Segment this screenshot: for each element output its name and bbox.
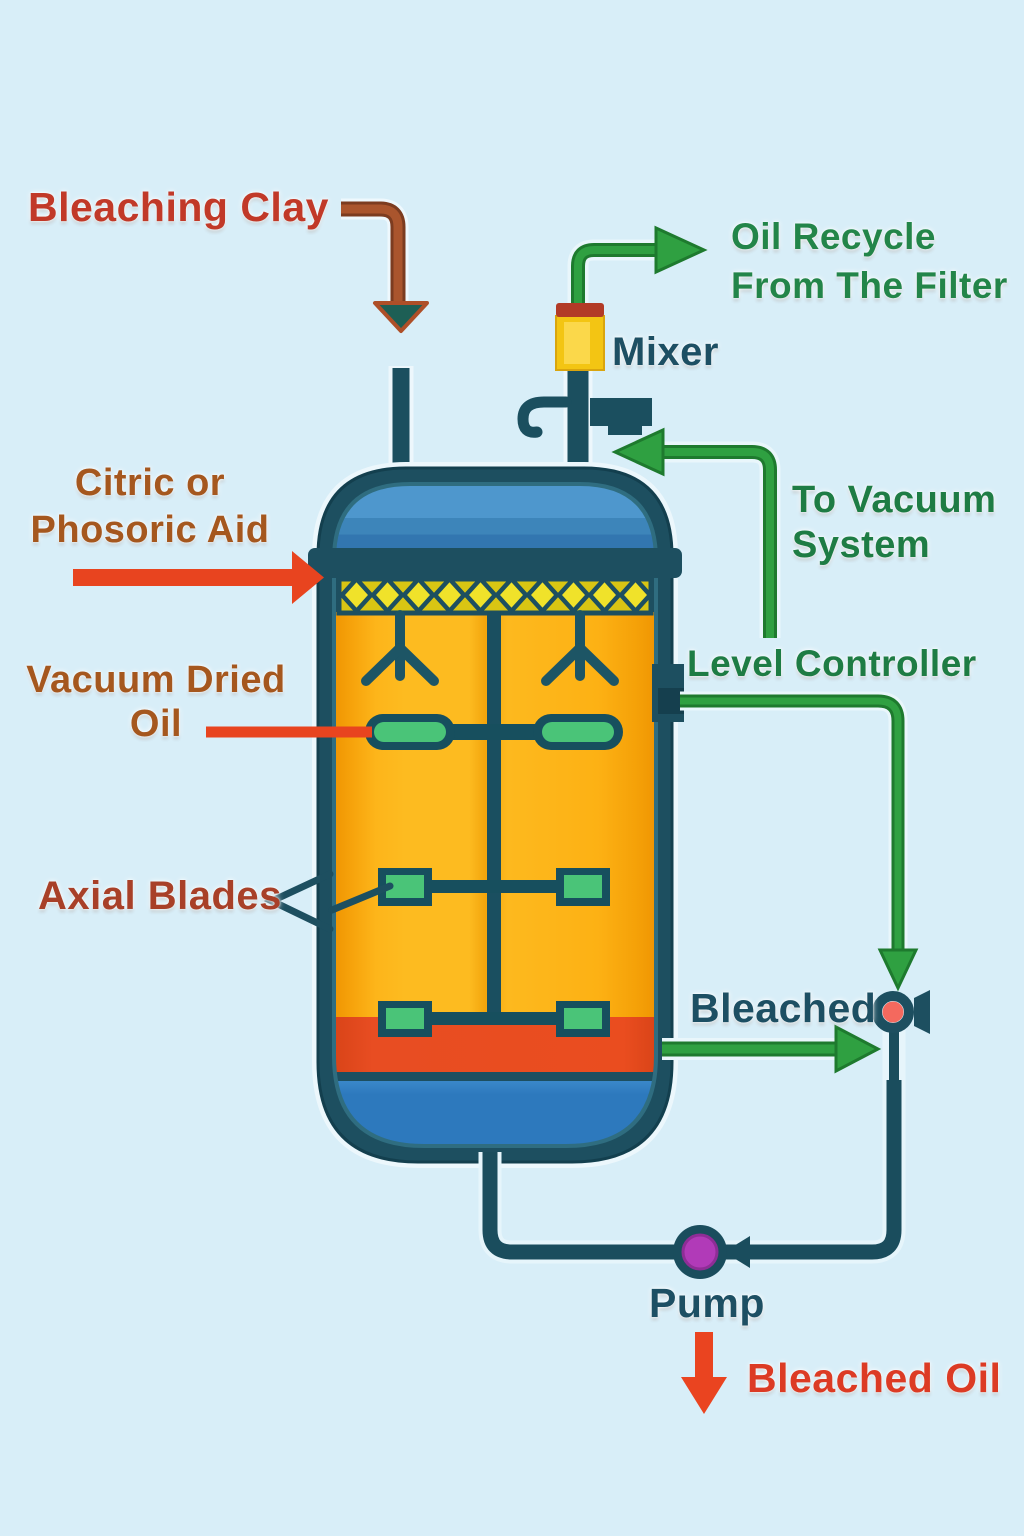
bleached-oil-valve-label: Bleached	[690, 985, 876, 1032]
hatch-band	[336, 576, 654, 616]
bleached-oil-outlet-label: Bleached Oil	[747, 1355, 1001, 1402]
bleached-oil-text: Bleached Oil	[747, 1355, 1002, 1401]
vacuum-arrow-icon	[611, 427, 665, 477]
level-controller-text: Level Controller	[687, 643, 977, 684]
level-controller-port	[652, 664, 684, 722]
agitator-shaft	[487, 612, 501, 1024]
vessel-inner-edge	[332, 482, 658, 1148]
axial-blade-row-middle	[378, 868, 610, 906]
level-controller-line	[680, 691, 919, 992]
axial-blade-row-bottom	[378, 1001, 610, 1037]
acid-feed-arrow-icon	[73, 551, 324, 604]
mixer-label: Mixer	[612, 330, 719, 375]
pump-label: Pump	[649, 1280, 765, 1327]
bleaching-clay-text: Bleaching Clay	[28, 184, 329, 230]
acid-feed-line2: Phosoric Aid	[30, 509, 270, 551]
to-vacuum-label: To Vacuum System	[792, 478, 996, 568]
valve-icon	[872, 990, 930, 1034]
bleaching-clay-pipe	[341, 198, 409, 302]
pump-icon	[673, 1225, 727, 1279]
vacuum-dried-line1: Vacuum Dried	[26, 659, 286, 701]
vacuum-dried-oil-label: Vacuum Dried Oil	[10, 658, 302, 746]
flow-arrow-icon	[724, 1236, 750, 1268]
pump-outlet-arrow-icon	[681, 1332, 727, 1414]
acid-feed-label: Citric or Phosoric Aid	[0, 460, 300, 554]
mixer-body	[555, 303, 605, 371]
bleached-arrow-icon	[834, 1024, 882, 1074]
agitator	[361, 610, 623, 1037]
spray-nozzle-right-icon	[541, 610, 619, 686]
vacuum-pipe	[611, 427, 781, 638]
spray-nozzle-left-icon	[361, 610, 439, 686]
level-arrow-icon	[877, 948, 919, 992]
axial-blades-pointer	[263, 870, 394, 933]
oil-recycle-arrow-icon	[654, 225, 708, 275]
oil-recycle-line1: Oil Recycle	[731, 216, 937, 257]
bleaching-clay-label: Bleaching Clay	[28, 184, 329, 231]
level-controller-label: Level Controller	[687, 643, 977, 685]
acid-feed-line1: Citric or	[74, 462, 226, 504]
oil-recycle-line2: From The Filter	[731, 265, 1008, 306]
mixer-fittings	[517, 396, 652, 438]
to-vacuum-line2: System	[792, 524, 931, 566]
vacuum-dried-line2: Oil	[129, 703, 183, 745]
bottom-blue-section	[334, 1081, 656, 1146]
clay-inlet-arrow-icon	[373, 301, 429, 333]
bleached-text: Bleached	[690, 985, 877, 1031]
to-vacuum-line1: To Vacuum	[792, 479, 997, 521]
bleached-oil-arrow	[662, 1024, 882, 1074]
pump-text: Pump	[649, 1280, 765, 1326]
axial-blades-label: Axial Blades	[38, 874, 282, 919]
mixer-text: Mixer	[612, 330, 719, 374]
oil-recycle-label: Oil Recycle From The Filter	[731, 212, 1008, 310]
oil-recycle-pipe	[567, 225, 708, 312]
axial-blades-text: Axial Blades	[38, 874, 282, 918]
paddle-row-upper	[365, 714, 623, 750]
vessel-shoulder-band	[308, 548, 682, 578]
vessel-dome	[334, 484, 656, 554]
